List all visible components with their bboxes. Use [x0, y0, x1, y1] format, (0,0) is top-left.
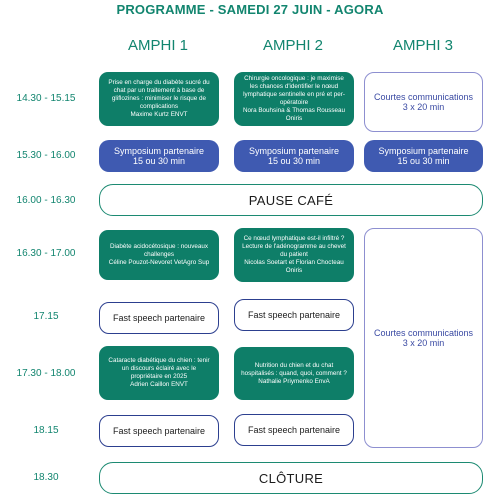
session-amphi-1-diabete-chat: Prise en charge du diabète sucré du chat… [99, 72, 219, 126]
time-slot-7: 18.15 [33, 425, 59, 436]
session-text: gliflozines : minimiser le risque de [111, 95, 207, 102]
symposium-label: Symposium partenaire [113, 145, 205, 156]
time-slot-3: 16.00 - 16.30 [16, 195, 76, 206]
session-text: propriétaire en 2025 [130, 373, 188, 380]
session-amphi-2-chirurgie-oncologique: Chirurgie oncologique : je maximise les … [234, 72, 354, 126]
session-amphi-2-noeud-lymphatique: Ce nœud lymphatique est-il infiltré ? Le… [234, 228, 354, 282]
session-amphi-2-nutrition: Nutrition du chien et du chat hospitalis… [234, 347, 354, 400]
symposium-amphi-1: Symposium partenaire 15 ou 30 min [99, 140, 219, 172]
session-text: un discours éclairé avec le [121, 365, 197, 372]
symposium-duration: 15 ou 30 min [267, 156, 321, 166]
time-slot-5: 17.15 [33, 311, 59, 322]
column-header-amphi-3: AMPHI 3 [392, 37, 453, 54]
symposium-duration: 15 ou 30 min [397, 156, 450, 166]
session-text: Chirurgie oncologique : je maximise [244, 75, 344, 82]
session-text: complications [139, 103, 179, 110]
session-speaker: Nathalie Priymenko EnvA [258, 377, 330, 385]
session-text: les chances d'identifier le nœud [249, 83, 339, 90]
time-slot-2: 15.30 - 16.00 [16, 150, 76, 161]
session-affiliation: Oniris [285, 115, 303, 122]
session-speaker: Céline Pouzot-Nevoret VetAgro Sup [108, 259, 210, 266]
session-text: hospitalisés : quand, quoi, comment ? [241, 369, 347, 377]
time-slot-6: 17.30 - 18.00 [16, 368, 76, 379]
session-speaker: Maxime Kurtz ENVT [130, 111, 188, 118]
column-header-amphi-2: AMPHI 2 [262, 37, 323, 54]
cloture-banner: CLÔTURE [99, 462, 483, 494]
session-speaker: Adrien Caillon ENVT [130, 381, 188, 388]
session-text: opératoire [279, 99, 309, 106]
pause-cafe-banner: PAUSE CAFÉ [99, 184, 483, 216]
fast-speech-amphi-1-a: Fast speech partenaire [99, 302, 219, 334]
session-text: chat par un traitement à base de [113, 87, 205, 94]
session-amphi-3-courtes-communications-2: Courtes communications 3 x 20 min [364, 228, 483, 448]
fast-speech-amphi-2-b: Fast speech partenaire [234, 414, 354, 446]
session-text: Diabète acidocétosique : nouveaux [109, 243, 209, 250]
session-text: Courtes communications [373, 91, 474, 102]
session-text: Ce nœud lymphatique est-il infiltré ? [243, 235, 345, 242]
time-slot-4: 16.30 - 17.00 [16, 248, 76, 259]
session-text: challenges [143, 251, 175, 258]
symposium-label: Symposium partenaire [378, 145, 469, 156]
column-header-amphi-1: AMPHI 1 [127, 37, 188, 54]
session-text: lymphatique sentinelle en pré et per- [243, 91, 345, 98]
session-speaker: Nora Bouhsina & Thomas Rousseau [242, 107, 346, 114]
session-amphi-3-courtes-communications-1: Courtes communications 3 x 20 min [364, 72, 483, 132]
session-text: Prise en charge du diabète sucré du [108, 79, 210, 86]
session-text: du patient [280, 251, 308, 258]
symposium-duration: 15 ou 30 min [132, 156, 186, 166]
symposium-label: Symposium partenaire [248, 145, 340, 156]
session-text: Cataracte diabétique du chien : tenir [108, 357, 210, 364]
session-duration: 3 x 20 min [402, 338, 445, 348]
time-slot-1: 14.30 - 15.15 [16, 93, 76, 104]
session-text: Nutrition du chien et du chat [254, 361, 334, 369]
session-duration: 3 x 20 min [402, 102, 445, 112]
fast-speech-amphi-1-b: Fast speech partenaire [99, 415, 219, 447]
session-amphi-1-cataracte: Cataracte diabétique du chien : tenir un… [99, 346, 219, 400]
symposium-amphi-2: Symposium partenaire 15 ou 30 min [234, 140, 354, 172]
session-affiliation: Oniris [285, 267, 303, 274]
session-text: Lecture de l'adénogramme au chevet [242, 243, 346, 250]
session-amphi-1-diabete-acidocetosique: Diabète acidocétosique : nouveaux challe… [99, 230, 219, 280]
page-title: PROGRAMME - SAMEDI 27 JUIN - AGORA [116, 2, 384, 17]
symposium-amphi-3: Symposium partenaire 15 ou 30 min [364, 140, 483, 172]
time-slot-8: 18.30 [33, 472, 59, 483]
session-text: Courtes communications [373, 327, 474, 338]
session-speaker: Nicolas Soetart et Florian Chocteau [244, 259, 344, 266]
fast-speech-amphi-2-a: Fast speech partenaire [234, 299, 354, 331]
